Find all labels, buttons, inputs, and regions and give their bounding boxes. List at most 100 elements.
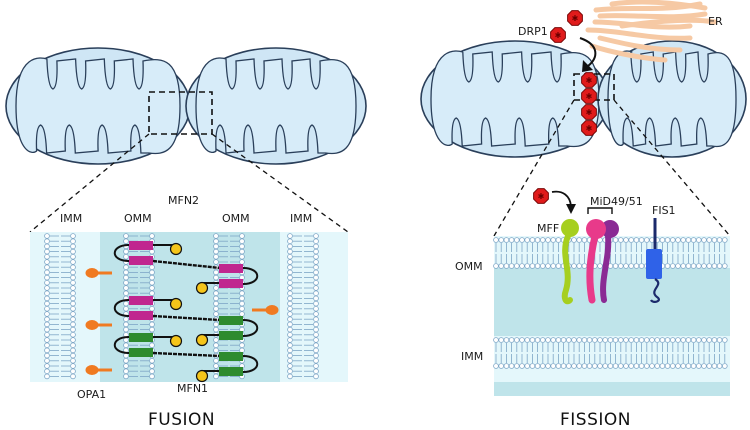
mfn-left-tm-2-a: [129, 333, 153, 342]
fusion-membrane-zoom: [30, 232, 348, 383]
mfn-right-tm-0-b: [219, 279, 243, 288]
drp1-mff-arrow: [551, 190, 572, 207]
fission-er-label: ER: [708, 15, 723, 28]
fission-mitochondria-pair: [420, 40, 747, 158]
mfn-right-gtpase-1: [195, 333, 209, 347]
drp1-monomer-1-mark: ✱: [572, 14, 579, 23]
drp1-ring-unit-2-mark: ✱: [586, 108, 593, 117]
mid49-head: [586, 219, 606, 239]
fission-fis1-label: FIS1: [652, 204, 676, 217]
fusion-mitochondrion-left-inner-membrane: [15, 57, 181, 155]
mfn-right-loop-2: [242, 355, 259, 373]
mff-head: [561, 219, 579, 237]
fusion-title: FUSION: [148, 410, 215, 430]
fusion-mitochondria-pair: [5, 47, 367, 165]
drp1-free-monomers: ✱✱: [550, 10, 583, 43]
fission-membrane-zoom: ✱: [493, 188, 730, 396]
mfn-right-tm-1-a: [219, 316, 243, 325]
opa1-head-0: [85, 268, 99, 278]
mfn-right-gtpase-0: [195, 281, 209, 295]
drp1-recruitment-arrowhead: [582, 60, 593, 72]
fission-mff-label: MFF: [537, 222, 559, 235]
mfn-left-tm-0-a: [129, 241, 153, 250]
drp1-recruited-shape: [533, 188, 549, 204]
opa1-head-1: [85, 320, 99, 330]
mfn-right-tm-0-a: [219, 264, 243, 273]
drp1-mff-arrowhead: [566, 204, 576, 214]
fusion-omm-right-label: OMM: [222, 212, 250, 225]
fusion-imm-right-label: IMM: [290, 212, 312, 225]
mfn-right-tm-2-b: [219, 367, 243, 376]
mid49-51-bracket: [587, 207, 613, 214]
drp1-ring-unit-3-shape: [581, 120, 597, 136]
fission-mid49-51-label: MiD49/51: [590, 195, 643, 208]
fusion-mfn-complexes: [113, 241, 259, 383]
drp1-monomer-2-mark: ✱: [555, 31, 562, 40]
fis1-protein: [646, 218, 662, 303]
drp1-ring-unit-0-mark: ✱: [586, 76, 593, 85]
fusion-panel: IMM OMM MFN2 OMM IMM OPA1 MFN1 FUSION: [5, 47, 367, 430]
drp1-ring-unit-0: ✱: [581, 72, 597, 88]
fis1-tail: [650, 278, 660, 303]
drp1-ring-unit-2-shape: [581, 104, 597, 120]
mfn-left-tm-1-a: [129, 296, 153, 305]
mfn-right-loop-1: [242, 319, 259, 337]
fission-mitochondrion-right: [597, 40, 747, 158]
fission-panel: ✱✱ ✱✱✱✱ ✱ DRP1 ER MFF MiD49/51 FIS1 OMM …: [420, 0, 747, 430]
mfn-tether-0: [152, 259, 221, 270]
er-tubule-6: [609, 0, 708, 11]
mfn-left-tm-2-b: [129, 348, 153, 357]
drp1-ring-unit-1-shape: [581, 88, 597, 104]
fission-intermembrane-space: [494, 268, 730, 336]
fission-mitochondrion-left: [420, 40, 610, 158]
mfn-left-gtpase-0: [169, 242, 183, 256]
opa1-head-3: [265, 305, 279, 315]
fusion-imm-left-bilayer: [44, 233, 76, 380]
drp1-ring-unit-3: ✱: [581, 120, 597, 136]
fusion-zoom-line-right: [211, 133, 349, 233]
mff-protein: [561, 219, 579, 305]
er-tubule-4: [597, 35, 683, 53]
fission-title: FISSION: [560, 410, 631, 430]
drp1-recruitment-arrow: [579, 37, 597, 67]
mfn-right-tm-1-b: [219, 331, 243, 340]
fission-drp1-label: DRP1: [518, 25, 548, 38]
fission-imm-bilayer: [493, 337, 728, 369]
drp1-monomer-1-shape: [567, 10, 583, 26]
mfn-tether-2: [152, 351, 221, 358]
drp1-ring-unit-1: ✱: [581, 88, 597, 104]
fusion-mitochondrion-left: [5, 47, 191, 165]
mfn-left-gtpase-1: [169, 297, 183, 311]
drp1-monomer-1: ✱: [567, 10, 583, 26]
fusion-omm-left-label: OMM: [124, 212, 152, 225]
fusion-zoom-line-left: [29, 133, 150, 233]
fusion-imm-right-bilayer: [287, 233, 319, 380]
fusion-opa1-label: OPA1: [77, 388, 106, 401]
er-tubules: [585, 0, 718, 63]
mff-body: [561, 233, 573, 305]
fusion-zoom-box: [148, 91, 213, 135]
mid49-51-proteins: [586, 207, 619, 304]
mid51-head: [601, 220, 619, 238]
fission-zoom-line-right: [613, 99, 731, 237]
drp1-ring-unit-1-mark: ✱: [586, 92, 593, 101]
er-tubule-5: [589, 43, 668, 63]
fission-matrix-edge: [494, 382, 730, 396]
drp1-ring-unit-3-mark: ✱: [586, 124, 593, 133]
drp1-monomer-2: ✱: [550, 27, 566, 43]
er-tubule-7: [619, 17, 718, 29]
er-tubule-1: [597, 11, 708, 20]
fission-imm-label: IMM: [461, 350, 483, 363]
mid51-body: [600, 233, 612, 303]
mfn-left-loop-1: [113, 299, 130, 317]
fusion-mfn1-label: MFN1: [177, 382, 208, 395]
mfn-right-gtpase-2: [195, 369, 209, 383]
opa1-proteins: [85, 268, 279, 375]
drp1-monomer-2-shape: [550, 27, 566, 43]
er-tubule-3: [585, 27, 693, 41]
mid49-body: [586, 232, 599, 304]
mfn-left-tm-1-b: [129, 311, 153, 320]
fis1-tm-domain: [646, 249, 662, 279]
mfn-left-gtpase-2: [169, 334, 183, 348]
